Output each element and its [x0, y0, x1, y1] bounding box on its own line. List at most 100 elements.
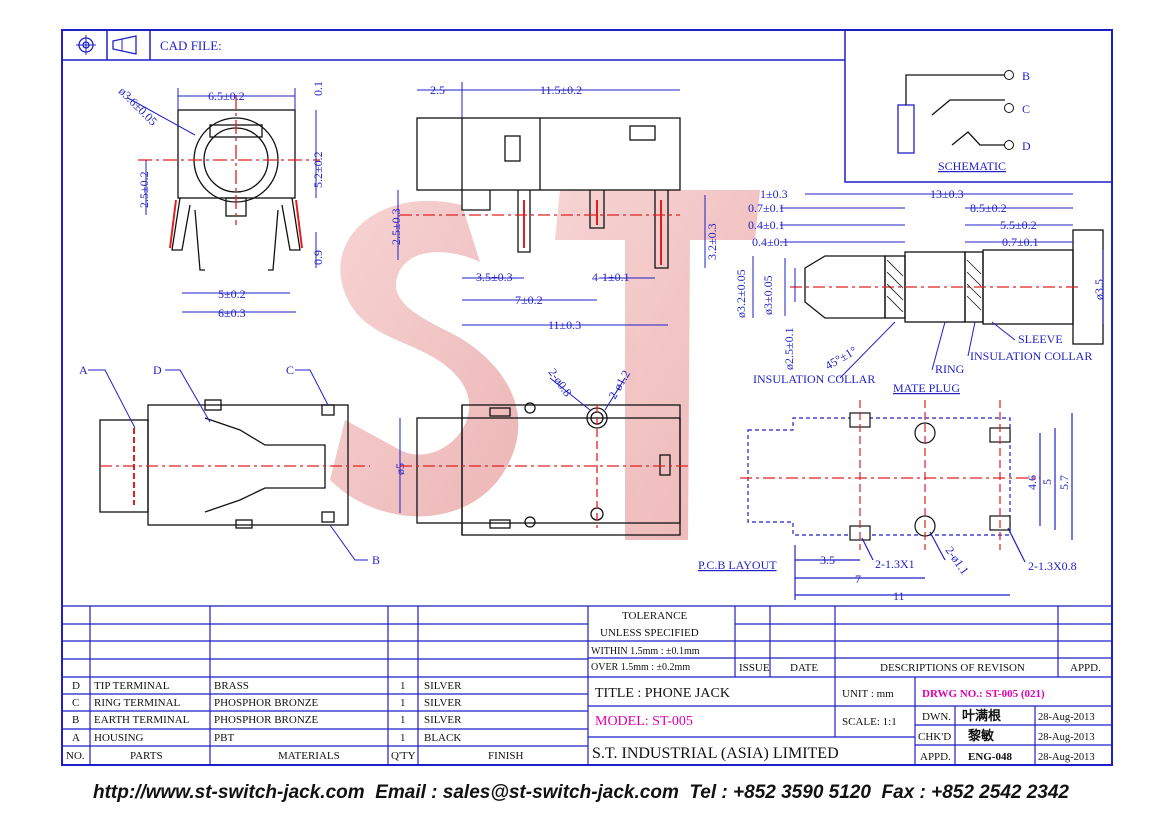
- dim-plug-d3-5: ø3.5: [1092, 279, 1106, 300]
- row-a-finish: BLACK: [424, 732, 461, 744]
- dim-bottom-d5: ø5: [393, 463, 407, 475]
- chk-label: CHK'D: [918, 731, 951, 743]
- dim-side-4-1: 4-1±0.1: [592, 270, 630, 284]
- parts-table: [62, 605, 1112, 765]
- dim-pcb-11: 11: [893, 589, 905, 603]
- rev-issue: ISSUE: [739, 662, 770, 674]
- dim-side-11: 11±0.3: [548, 318, 581, 332]
- dim-6: 6±0.3: [218, 306, 246, 320]
- dim-plug-0-4b: 0.4±0.1: [752, 235, 789, 249]
- label-ring: RING: [935, 362, 965, 376]
- row-c-qty: 1: [400, 697, 406, 709]
- dim-pcb-3-5: 3.5: [820, 553, 835, 567]
- scale-text: SCALE: 1:1: [842, 716, 897, 728]
- header-parts: PARTS: [130, 750, 163, 762]
- appd-date: 28-Aug-2013: [1038, 752, 1095, 763]
- dim-plug-0-7b: 0.7±0.1: [1002, 235, 1039, 249]
- row-c-finish: SILVER: [424, 697, 462, 709]
- dim-side-2-5: 2.5: [430, 83, 445, 97]
- dwn-name: 叶满根: [962, 708, 1002, 723]
- row-b-qty: 1: [400, 714, 406, 726]
- row-b-mat: PHOSPHOR BRONZE: [214, 714, 318, 726]
- header-qty: Q'TY: [391, 750, 416, 762]
- label-insulation-collar-1: INSULATION COLLAR: [970, 349, 1092, 363]
- dim-0-9: 0.9: [311, 250, 325, 265]
- third-angle-projection-icon: [112, 35, 137, 55]
- dim-0-1: 0.1: [311, 81, 325, 96]
- sheet-border: [61, 29, 1113, 766]
- dim-side-7: 7±0.2: [515, 293, 543, 307]
- dim-plug-5-5: 5.5±0.2: [1000, 218, 1037, 232]
- row-d-qty: 1: [400, 680, 406, 692]
- row-b-part: EARTH TERMINAL: [94, 714, 190, 726]
- dim-side-3-5: 3.5±0.3: [476, 270, 513, 284]
- row-a-no: A: [72, 732, 80, 744]
- row-c-part: RING TERMINAL: [94, 697, 181, 709]
- bottom-view: [400, 402, 690, 536]
- label-a: A: [79, 363, 88, 377]
- front-view-dims: [127, 88, 317, 313]
- dim-plug-0-7a: 0.7±0.1: [748, 201, 785, 215]
- dim-pcb-7: 7: [855, 572, 861, 586]
- tolerance-over: OVER 1.5mm : ±0.2mm: [591, 662, 690, 673]
- row-d-part: TIP TERMINAL: [94, 680, 170, 692]
- schematic-title: SCHEMATIC: [938, 159, 1006, 173]
- header-materials: MATERIALS: [278, 750, 340, 762]
- pin-c: C: [1022, 102, 1030, 116]
- drawing-sheet: CAD FILE: B C D SCHEMATIC: [61, 29, 1113, 766]
- drwg-no: DRWG NO.: ST-005 (021): [922, 688, 1045, 700]
- dim-plug-d3: ø3±0.05: [761, 275, 775, 315]
- label-d: D: [153, 363, 162, 377]
- title-text: TITLE : PHONE JACK: [595, 686, 730, 701]
- dim-pcb-2-1-3x0-8: 2-1.3X0.8: [1028, 559, 1077, 573]
- header-no: NO.: [66, 750, 85, 762]
- dim-plug-angle: 45°±1°: [823, 343, 860, 372]
- row-a-qty: 1: [400, 732, 406, 744]
- row-b-finish: SILVER: [424, 714, 462, 726]
- row-c-mat: PHOSPHOR BRONZE: [214, 697, 318, 709]
- label-mate-plug: MATE PLUG: [893, 381, 960, 395]
- dim-plug-1: 1±0.3: [760, 187, 788, 201]
- appd-name: ENG-048: [968, 751, 1013, 763]
- dim-5: 5±0.2: [218, 287, 246, 301]
- header-finish: FINISH: [488, 750, 524, 762]
- row-b-no: B: [72, 714, 79, 726]
- tolerance-line2: UNLESS SPECIFIED: [600, 627, 699, 639]
- dim-bottom-2d0-8: 2-ø0.8: [546, 366, 575, 399]
- pcb-layout: [740, 400, 1073, 600]
- pin-b: B: [1022, 69, 1030, 83]
- rev-appd: APPD.: [1070, 662, 1101, 674]
- tolerance-within: WITHIN 1.5mm : ±0.1mm: [591, 646, 700, 657]
- dim-6-5: 6.5±0.2: [208, 89, 245, 103]
- dim-d3-6: ø3.6±0.05: [116, 84, 160, 128]
- dim-plug-d3-2: ø3.2±0.05: [734, 269, 748, 318]
- side-view: [400, 117, 681, 269]
- dim-pcb-2-1-3x1: 2-1.3X1: [875, 557, 915, 571]
- dim-plug-d2-5: ø2.5±0.1: [782, 327, 796, 370]
- dim-pcb-2d1-1: 2-ø1.1: [943, 544, 972, 577]
- row-d-finish: SILVER: [424, 680, 462, 692]
- company-name: S.T. INDUSTRIAL (ASIA) LIMITED: [592, 745, 839, 762]
- st-logo-watermark: [330, 190, 760, 540]
- row-d-no: D: [72, 680, 80, 692]
- chk-date: 28-Aug-2013: [1038, 732, 1095, 743]
- unit-text: UNIT : mm: [842, 688, 894, 700]
- pin-d: D: [1022, 139, 1031, 153]
- revision-block: [588, 606, 1112, 678]
- dim-pcb-4-6: 4.6: [1025, 475, 1039, 490]
- dim-side-2-5-v: 2.5±0.3: [389, 208, 403, 245]
- row-d-mat: BRASS: [214, 680, 249, 692]
- schematic: B C D SCHEMATIC: [844, 29, 1113, 183]
- dim-plug-8-5: 8.5±0.2: [970, 201, 1007, 215]
- dim-plug-13: 13±0.3: [930, 187, 964, 201]
- appd-label: APPD.: [920, 751, 951, 763]
- dim-plug-0-4a: 0.4±0.1: [748, 218, 785, 232]
- rev-desc: DESCRIPTIONS OF REVISON: [880, 662, 1025, 674]
- top-view: [99, 399, 370, 529]
- contact-footer: http://www.st-switch-jack.com Email : sa…: [92, 782, 1069, 803]
- dim-pcb-5: 5: [1040, 479, 1054, 485]
- pcb-layout-title: P.C.B LAYOUT: [698, 558, 777, 572]
- tolerance-line1: TOLERANCE: [622, 610, 687, 622]
- target-icon: [76, 35, 96, 55]
- dim-2-5: 2.5±0.2: [137, 171, 151, 208]
